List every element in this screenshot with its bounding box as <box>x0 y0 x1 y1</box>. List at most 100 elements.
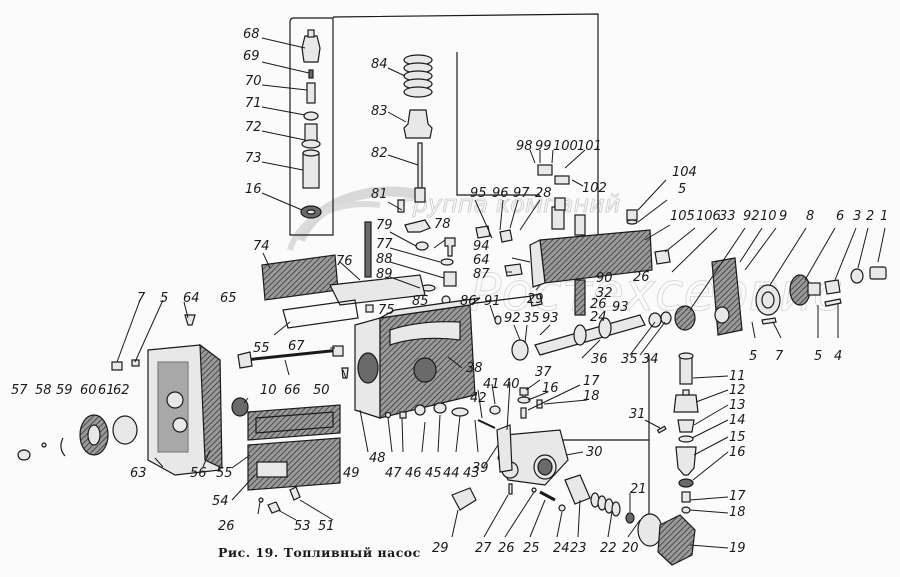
label-58: 58 <box>35 383 52 398</box>
label-54: 54 <box>212 494 229 509</box>
label-18-right: 18 <box>729 505 746 520</box>
label-81: 81 <box>371 187 388 202</box>
label-95: 95 <box>470 186 487 201</box>
left-bracket-line <box>456 52 540 196</box>
label-57: 57 <box>11 383 28 398</box>
label-92-lower: 92 <box>504 311 521 326</box>
label-94: 94 <box>473 239 490 254</box>
label-19: 19 <box>729 541 746 556</box>
label-13: 13 <box>729 398 746 413</box>
label-12: 12 <box>729 383 746 398</box>
label-5: 5 <box>160 291 168 306</box>
label-99: 99 <box>535 139 552 154</box>
label-23: 23 <box>570 541 587 556</box>
label-3: 3 <box>853 209 861 224</box>
figure-caption: Рис. 19. Топливный насос <box>218 545 421 560</box>
label-56: 56 <box>190 466 207 481</box>
label-64-mid: 64 <box>473 253 490 268</box>
label-18-mid: 18 <box>583 389 600 404</box>
label-33: 33 <box>719 209 736 224</box>
label-31: 31 <box>629 407 646 422</box>
label-5-rightlow-a: 5 <box>749 349 757 364</box>
bottom-plates <box>247 404 341 514</box>
label-25: 25 <box>523 541 540 556</box>
label-83: 83 <box>371 104 388 119</box>
label-65: 65 <box>220 291 237 306</box>
label-66: 66 <box>284 383 301 398</box>
label-55-lower: 55 <box>216 466 233 481</box>
label-50: 50 <box>313 383 330 398</box>
label-34: 34 <box>642 352 659 367</box>
label-36: 36 <box>591 352 608 367</box>
label-47: 47 <box>385 466 402 481</box>
label-89: 89 <box>376 267 393 282</box>
label-7: 7 <box>137 291 146 306</box>
pump-head <box>475 164 671 316</box>
nozzle-parts <box>300 29 322 219</box>
label-93-lower: 93 <box>542 311 559 326</box>
label-53: 53 <box>294 519 311 534</box>
label-73: 73 <box>245 151 262 166</box>
fuel-filter-body <box>384 387 569 486</box>
label-10: 10 <box>260 383 277 398</box>
label-77: 77 <box>376 237 393 252</box>
label-91: 91 <box>484 294 501 309</box>
label-78: 78 <box>434 217 451 232</box>
label-75: 75 <box>378 303 395 318</box>
label-11: 11 <box>729 369 746 384</box>
label-55: 55 <box>253 341 270 356</box>
label-27: 27 <box>475 541 492 556</box>
label-87: 87 <box>473 267 490 282</box>
label-8: 8 <box>806 209 814 224</box>
label-35-left: 35 <box>523 311 540 326</box>
label-38: 38 <box>466 361 483 376</box>
label-40: 40 <box>503 377 520 392</box>
label-70: 70 <box>245 74 262 89</box>
label-10-right: 10 <box>760 209 777 224</box>
label-17-right: 17 <box>729 489 746 504</box>
label-96: 96 <box>492 186 509 201</box>
label-45: 45 <box>425 466 442 481</box>
label-37: 37 <box>535 365 552 380</box>
label-15: 15 <box>729 430 746 445</box>
label-84: 84 <box>371 57 388 72</box>
label-71: 71 <box>245 96 262 111</box>
label-88: 88 <box>376 252 393 267</box>
gear-housing <box>17 314 249 476</box>
label-26-mid: 26 <box>590 297 607 312</box>
label-74: 74 <box>253 239 270 254</box>
label-72: 72 <box>245 120 262 135</box>
label-98: 98 <box>516 139 533 154</box>
label-86: 86 <box>460 294 477 309</box>
label-26-bottom: 26 <box>498 541 515 556</box>
label-26: 26 <box>218 519 235 534</box>
part-number-labels: 68 69 70 71 72 73 16 84 83 82 81 79 78 7… <box>11 27 888 556</box>
label-44: 44 <box>443 466 460 481</box>
label-29: 29 <box>527 292 544 307</box>
label-29-bottom: 29 <box>432 541 449 556</box>
label-82: 82 <box>371 146 388 161</box>
label-16-mid: 16 <box>542 381 559 396</box>
label-1: 1 <box>880 209 888 224</box>
filter-lower-parts <box>451 474 696 566</box>
valve-stack <box>656 352 699 514</box>
label-100: 100 <box>553 139 578 154</box>
label-67: 67 <box>288 339 305 354</box>
label-61: 61 <box>98 383 115 398</box>
label-102: 102 <box>582 181 607 196</box>
label-5-rightlow-b: 5 <box>814 349 822 364</box>
label-76: 76 <box>336 254 353 269</box>
label-41: 41 <box>483 377 500 392</box>
nozzle-group-frame <box>289 17 334 236</box>
label-21: 21 <box>630 482 647 497</box>
label-43: 43 <box>463 466 480 481</box>
camshaft <box>494 305 696 361</box>
label-39: 39 <box>472 461 489 476</box>
label-85: 85 <box>412 294 429 309</box>
label-64: 64 <box>183 291 200 306</box>
drive-assembly <box>711 257 887 336</box>
leader-lines <box>116 37 886 549</box>
label-14: 14 <box>729 413 746 428</box>
label-60: 60 <box>80 383 97 398</box>
